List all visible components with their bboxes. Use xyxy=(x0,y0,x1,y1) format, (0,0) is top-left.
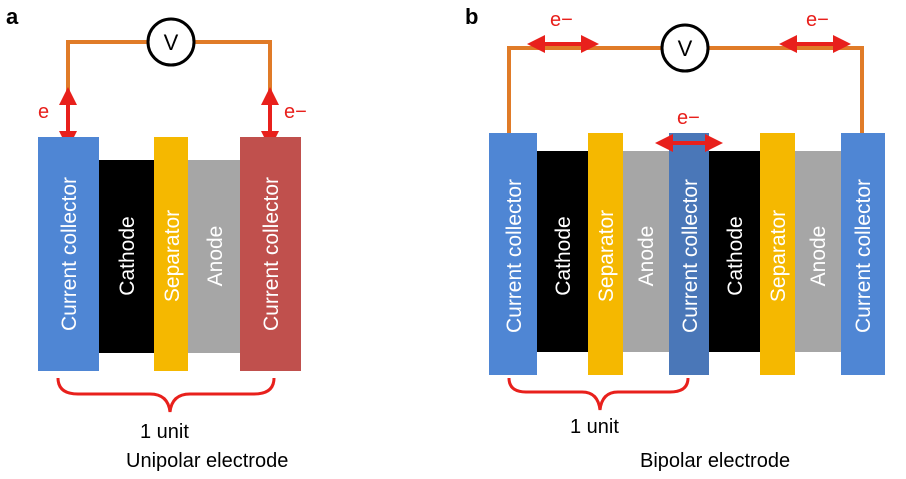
panel-b-electron-label-top-right: e− xyxy=(806,9,829,31)
panel-a-caption: Unipolar electrode xyxy=(126,450,288,472)
panel-a-electron-label-right: e− xyxy=(284,101,307,123)
panel-a-cathode xyxy=(99,160,154,353)
panel-b-cathode-2 xyxy=(709,151,760,352)
panel-b-collector-left-label: Current collector xyxy=(503,179,526,333)
panel-a-anode-label: Anode xyxy=(204,226,227,287)
panel-b-label: b xyxy=(465,4,478,29)
panel-b-electron-label-top-left: e− xyxy=(550,9,573,31)
panel-a-cathode-label: Cathode xyxy=(116,216,139,295)
panel-a-unit-brace xyxy=(56,377,276,413)
panel-a: a V e e− Current collector Cathode Separ… xyxy=(6,4,307,472)
panel-a-collector-right-label: Current collector xyxy=(260,177,283,331)
panel-b-separator-2-label: Separator xyxy=(767,210,790,302)
panel-b-separator-1-label: Separator xyxy=(595,210,618,302)
panel-b-voltmeter-icon xyxy=(660,23,710,73)
panel-b-anode-1-label: Anode xyxy=(635,226,658,287)
panel-a-voltmeter-label: V xyxy=(164,30,179,55)
panel-b-wire-left xyxy=(507,46,662,133)
panel-a-unit-label: 1 unit xyxy=(140,421,189,443)
panel-b-cathode-1 xyxy=(537,151,588,352)
panel-b-cathode-2-label: Cathode xyxy=(724,216,747,295)
panel-b-collector-middle-label: Current collector xyxy=(679,179,702,333)
panel-a-anode xyxy=(188,160,240,353)
panel-b-caption: Bipolar electrode xyxy=(640,450,790,472)
panel-b-wire-right xyxy=(708,46,864,133)
panel-a-separator-label: Separator xyxy=(161,210,184,302)
panel-b: b V e− e− Current collector Cathode Sepa… xyxy=(465,4,885,472)
panel-b-anode-2 xyxy=(795,151,841,352)
panel-b-anode-1 xyxy=(623,151,669,352)
panel-b-separator-1 xyxy=(588,133,623,375)
panel-b-collector-right xyxy=(841,133,885,375)
panel-a-collector-left-label: Current collector xyxy=(58,177,81,331)
panel-b-unit-brace xyxy=(507,377,690,411)
panel-b-collector-right-label: Current collector xyxy=(852,179,875,333)
panel-a-electron-label-left: e xyxy=(38,101,49,123)
panel-a-separator xyxy=(154,137,188,371)
panel-b-anode-2-label: Anode xyxy=(807,226,830,287)
panel-b-cathode-1-label: Cathode xyxy=(552,216,575,295)
panel-b-voltmeter-label: V xyxy=(678,36,693,61)
panel-a-wire-right xyxy=(194,40,272,137)
panel-b-separator-2 xyxy=(760,133,795,375)
panel-b-unit-label: 1 unit xyxy=(570,416,619,438)
panel-a-label: a xyxy=(6,4,19,29)
panel-a-collector-left xyxy=(38,137,99,371)
panel-a-collector-right xyxy=(240,137,301,371)
panel-b-electron-label-middle: e− xyxy=(677,107,700,129)
panel-b-collector-left xyxy=(489,133,537,375)
panel-b-collector-middle xyxy=(669,133,709,375)
panel-a-wire-left xyxy=(66,40,148,137)
panel-a-voltmeter-icon xyxy=(146,17,196,67)
